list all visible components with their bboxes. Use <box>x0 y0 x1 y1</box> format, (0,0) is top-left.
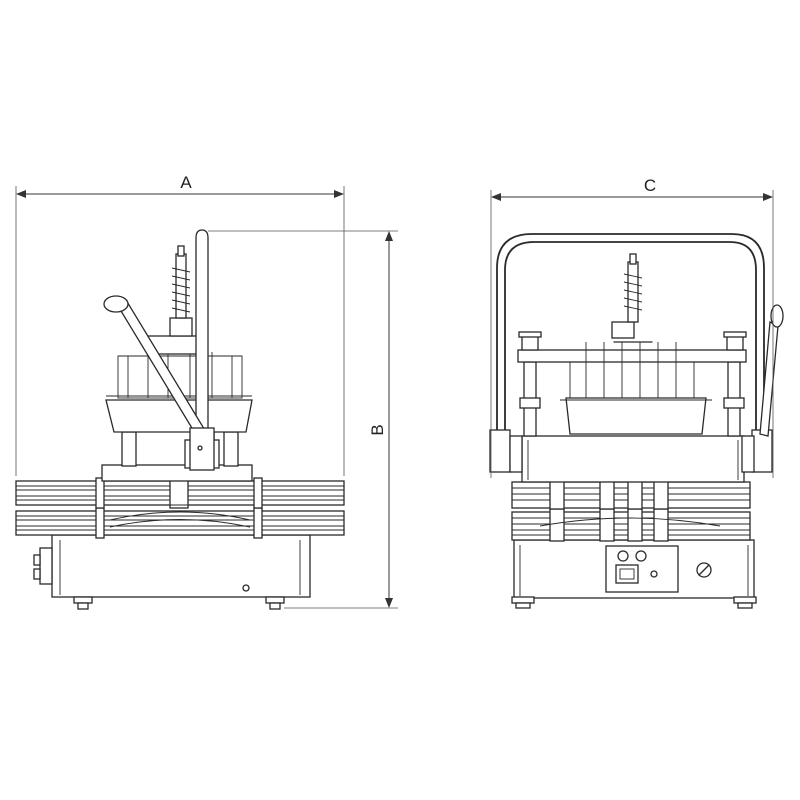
front-lower-plate <box>511 508 751 542</box>
front-body <box>521 435 745 483</box>
dimension-c-label: C <box>644 176 656 195</box>
side-lever <box>103 229 215 471</box>
dimension-b: B <box>208 230 398 609</box>
side-lower-plate <box>15 507 345 539</box>
front-upper-plate <box>511 478 751 510</box>
front-columns <box>519 361 745 437</box>
side-upper-plate <box>15 464 345 509</box>
side-cutter-head <box>105 245 253 433</box>
control-panel <box>605 545 712 593</box>
side-base <box>33 534 311 610</box>
front-view: C <box>489 176 784 609</box>
display-screen <box>615 564 639 584</box>
front-cutter-head <box>517 253 747 435</box>
dimension-a-label: A <box>180 173 192 192</box>
side-view: A B <box>15 173 398 610</box>
dimension-b-label: B <box>368 424 387 435</box>
front-lever <box>759 304 784 437</box>
dimension-a: A <box>15 173 345 476</box>
dimension-c: C <box>490 176 774 478</box>
carry-handle <box>489 233 773 473</box>
